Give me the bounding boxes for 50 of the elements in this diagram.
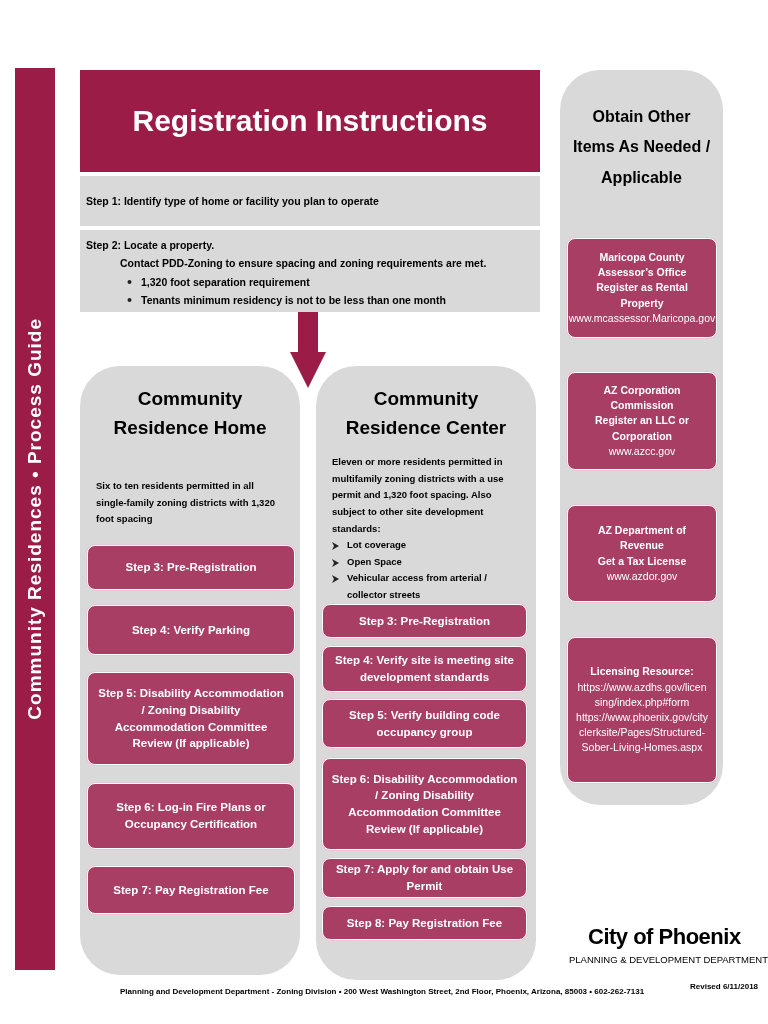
bullet-text: Vehicular access from arterial / collector streets	[347, 571, 488, 602]
instruction-panel: Step 1: Identify type of home or facility you plan to operate	[80, 176, 540, 226]
resource-text: Register as Rental Property	[595, 280, 689, 311]
step-box: Step 8: Pay Registration Fee	[322, 906, 527, 940]
resource-title: Licensing Resource:	[590, 664, 694, 680]
step-box: Step 6: Log-in Fire Plans or Occupancy Certification	[87, 783, 295, 849]
step-box: Step 6: Disability Accommodation / Zoning Disability Accommodation Committee Review (If applicable)	[322, 758, 527, 850]
web-address: www.mcassessor.Maricopa.gov	[568, 310, 716, 326]
description-text: Eleven or more residents permitted in multifamily zoning districts with a use permit and 1,320 foot spacing. Also subject to other site development standards:	[332, 455, 505, 536]
step-box: Step 4: Verify site is meeting site development standards	[322, 646, 527, 692]
step-box: Step 3: Pre-Registration	[87, 545, 295, 590]
web-address: www.azdor.gov	[606, 568, 678, 584]
process-panel	[80, 366, 300, 975]
instruction-panel	[80, 230, 540, 312]
side-band	[15, 68, 55, 970]
block-arrow	[290, 312, 326, 388]
resource-box	[567, 372, 717, 470]
bullet-text: Tenants minimum residency is not to be less than one month	[141, 293, 446, 309]
process-panel	[316, 366, 536, 980]
resource-text: Get a Tax License	[597, 553, 687, 569]
resource-box	[567, 238, 717, 338]
panel-heading: Community Residence Home	[112, 387, 268, 441]
web-address: www.azcc.gov	[608, 443, 676, 459]
panel-heading: Obtain Other Items As Needed / Applicable	[571, 107, 712, 188]
resource-title: AZ Department of Revenue	[596, 523, 688, 554]
resource-title: AZ Corporation Commission	[602, 382, 682, 414]
step-box: Step 4: Verify Parking	[87, 605, 295, 655]
description-text: Six to ten residents permitted in all single-family zoning districts with 1,320 foot spacing	[96, 479, 276, 527]
bullet-text: 1,320 foot separation requirement	[141, 274, 310, 290]
revision-date: Revised 6/11/2018	[690, 982, 759, 991]
department-name: PLANNING & DEVELOPMENT DEPARTMENT	[569, 954, 768, 965]
footer-text: Planning and Development Department - Zoning Division • 200 West Washington Street, 2nd Floor, Phoenix, Arizona, 85003 • 602-262-7131	[120, 987, 645, 996]
step-box: Step 7: Pay Registration Fee	[87, 866, 295, 914]
resource-box	[567, 637, 717, 783]
resource-title: Maricopa County Assessor’s Office	[596, 249, 688, 281]
org-name: City of Phoenix	[588, 924, 741, 950]
web-address: https://www.phoenix.gov/cityclerksite/Pages/Structured-Sober-Living-Homes.aspx	[576, 710, 708, 756]
bullet-text: Open Space	[347, 554, 402, 569]
panel-heading: Community Residence Center	[344, 387, 508, 441]
step-heading: Step 2: Locate a property.	[86, 238, 216, 253]
step-box: Step 7: Apply for and obtain Use Permit	[322, 858, 527, 898]
step-box: Step 5: Verify building code occupancy group	[322, 699, 527, 748]
bullet-text: Lot coverage	[347, 538, 407, 553]
resource-box	[567, 505, 717, 602]
side-title: Community Residences • Process Guide	[24, 318, 46, 720]
page-title: Registration Instructions	[132, 104, 488, 138]
step-box: Step 3: Pre-Registration	[322, 604, 527, 638]
resource-panel	[560, 70, 723, 805]
instruction-text: Contact PDD-Zoning to ensure spacing and zoning requirements are met.	[120, 256, 488, 272]
step-box: Step 5: Disability Accommodation / Zoning Disability Accommodation Committee Review (If applicable)	[87, 672, 295, 765]
